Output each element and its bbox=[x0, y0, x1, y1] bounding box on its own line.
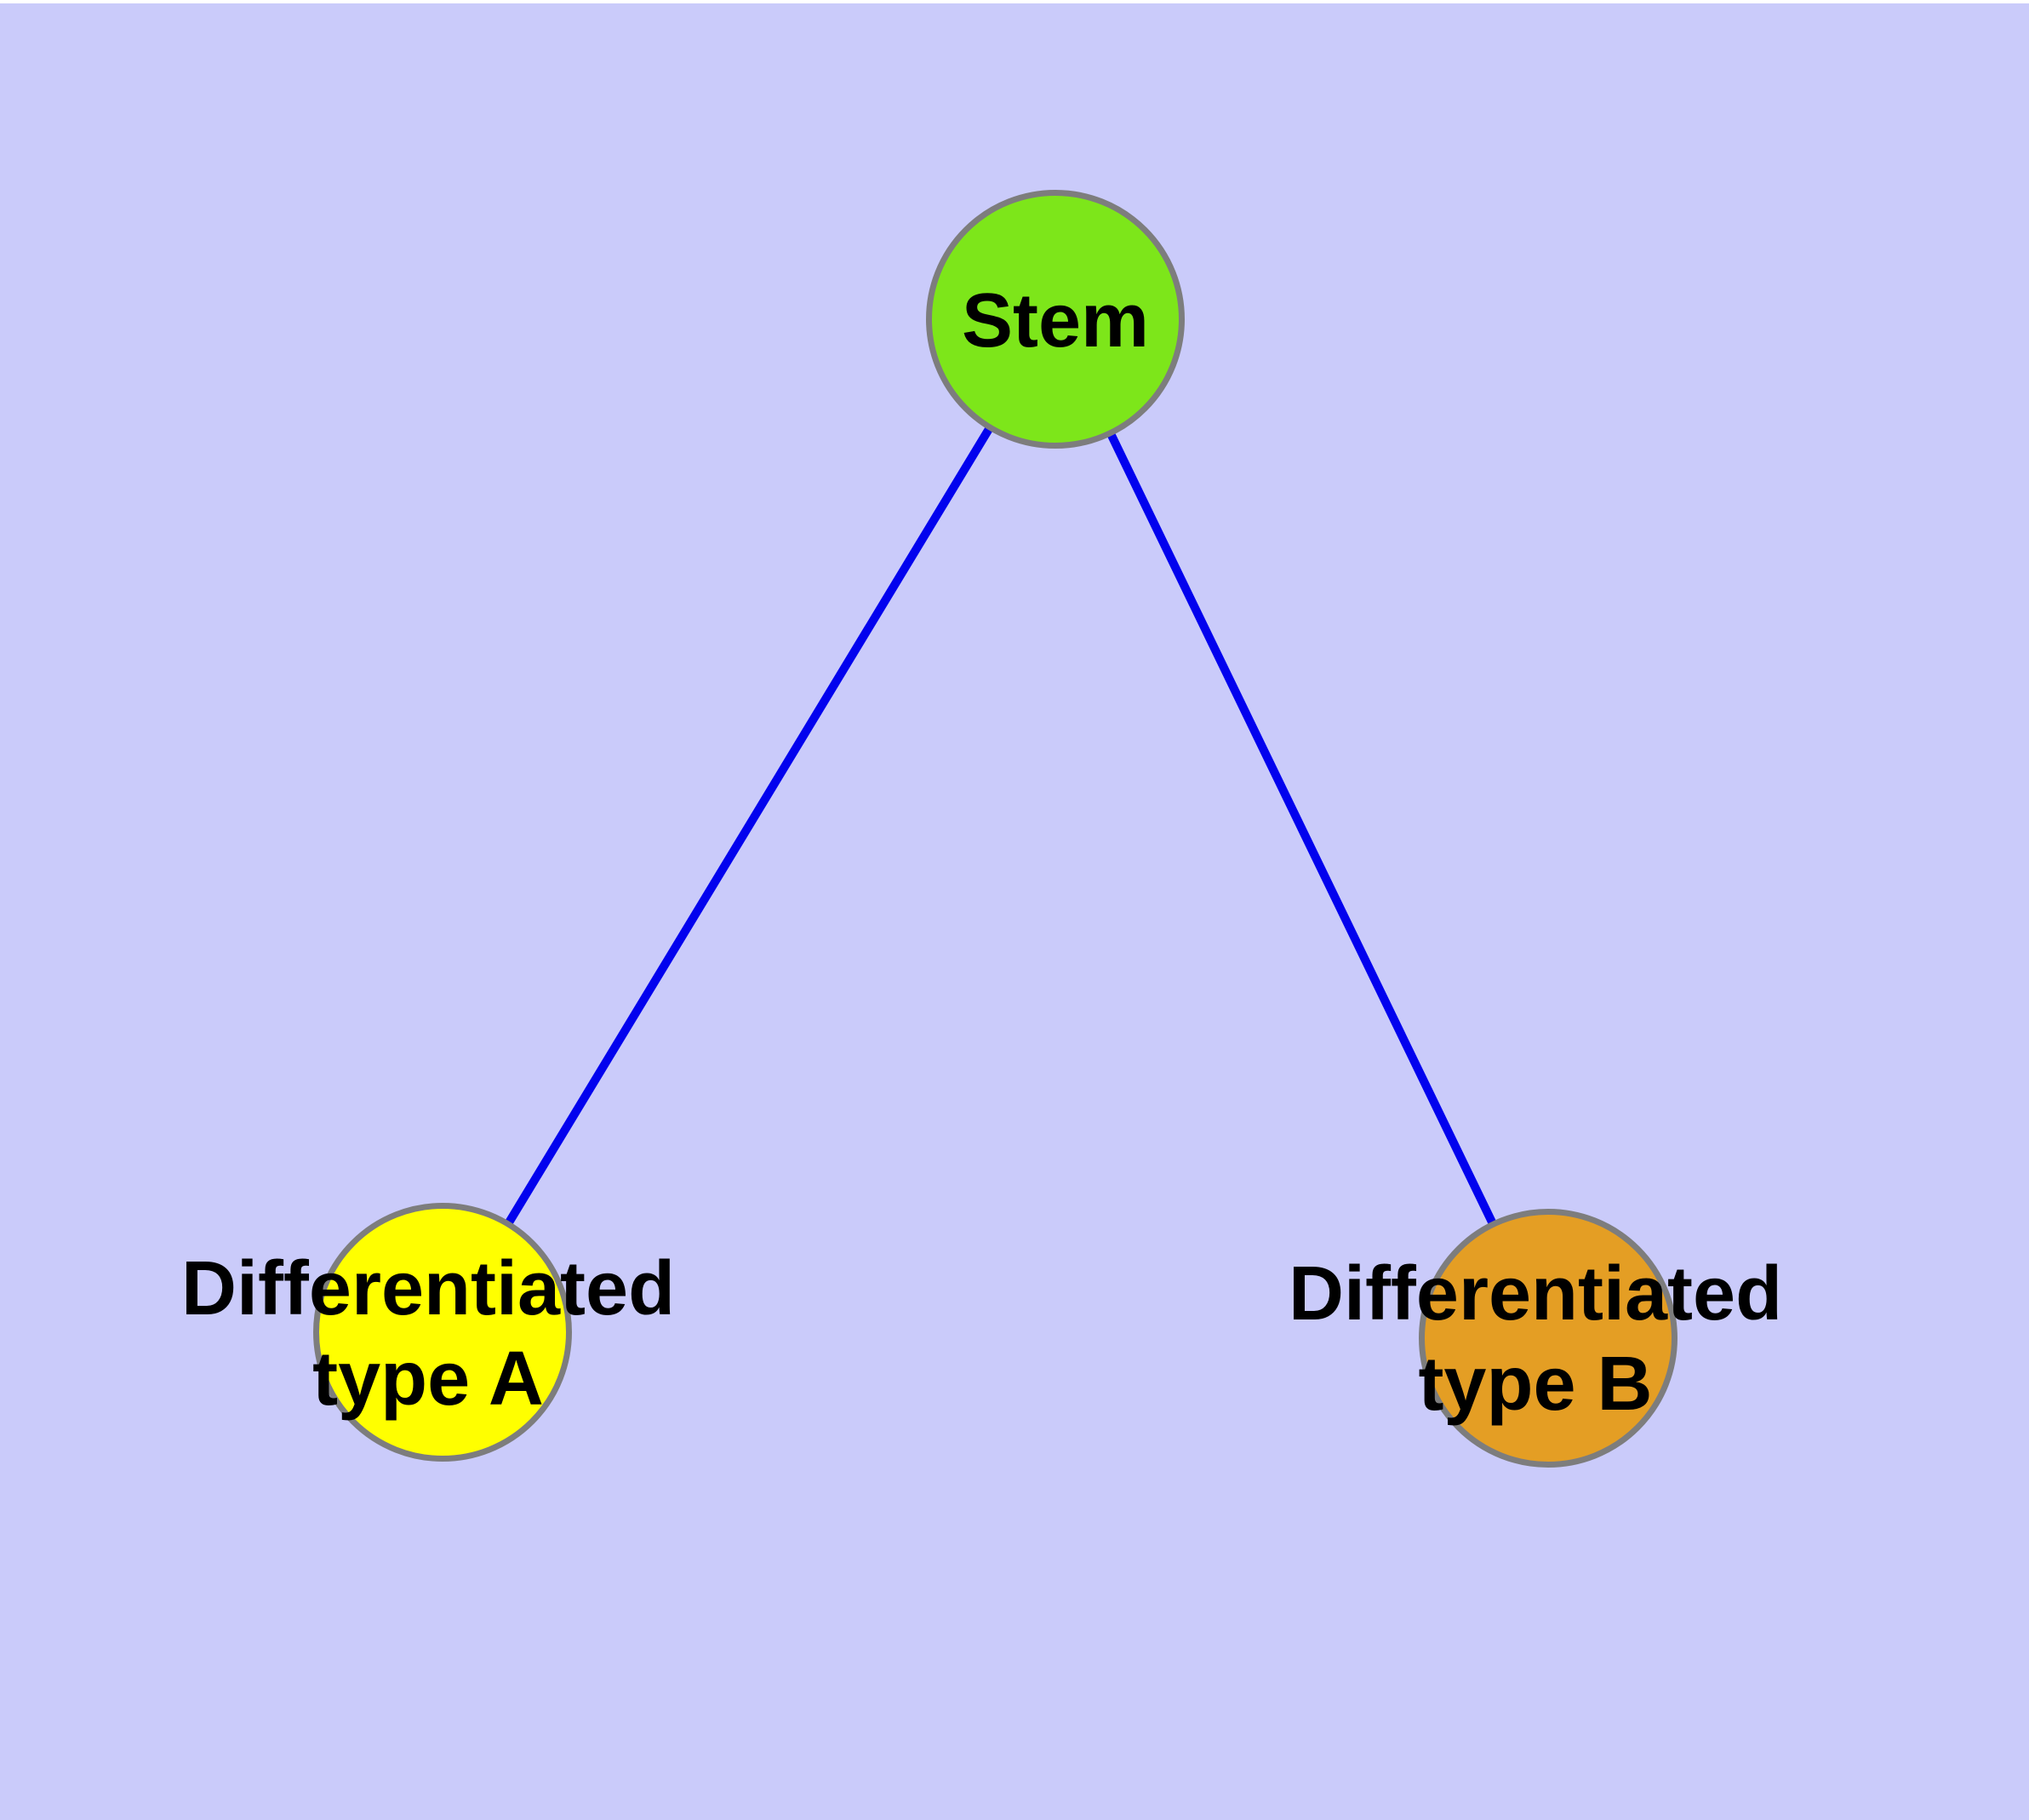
node-stem-label: Stem bbox=[962, 276, 1149, 366]
edge-stem-to-type-b bbox=[1051, 317, 1552, 1341]
node-differentiated-type-b bbox=[1419, 1209, 1677, 1468]
node-type-a-label-line-2: type A bbox=[312, 1336, 544, 1422]
edge-stem-to-type-a bbox=[438, 317, 1060, 1335]
node-differentiated-type-a bbox=[313, 1203, 572, 1462]
node-differentiated-type-b-label: Differentiated type B bbox=[1289, 1249, 1782, 1429]
node-type-b-label-line-1: Differentiated bbox=[1288, 1251, 1783, 1336]
node-stem-label-text: Stem bbox=[961, 278, 1150, 363]
node-type-b-label-line-2: type B bbox=[1418, 1342, 1653, 1427]
node-differentiated-type-a-label: Differentiated type A bbox=[181, 1244, 675, 1424]
node-stem bbox=[926, 190, 1185, 449]
node-type-a-label-line-1: Differentiated bbox=[180, 1246, 676, 1331]
